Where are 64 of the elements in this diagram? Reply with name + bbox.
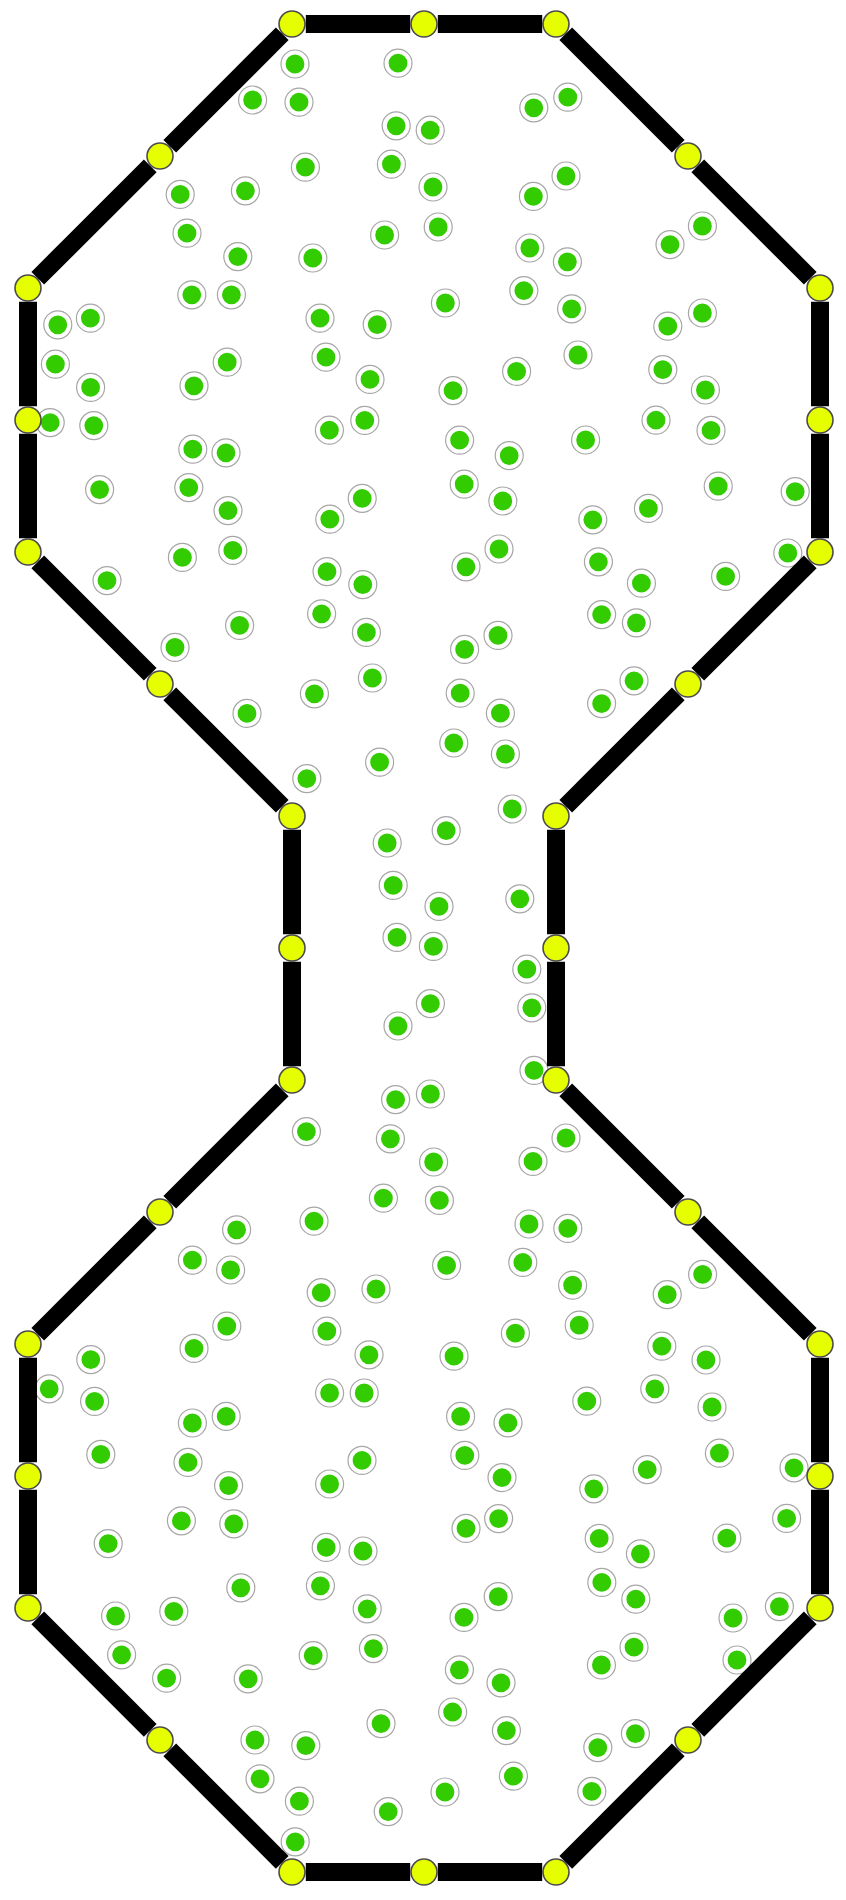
outline-segment <box>31 159 157 285</box>
outline-segment <box>163 1743 289 1869</box>
outline-segment <box>547 961 565 1067</box>
outline-segment <box>691 159 817 285</box>
vertex-dot <box>14 1594 42 1622</box>
outline-segment <box>811 301 829 407</box>
outline-segment <box>163 687 289 813</box>
vertex-dot <box>542 1066 570 1094</box>
vertex-dot <box>542 1858 570 1886</box>
vertex-dot <box>14 274 42 302</box>
vertex-dot <box>806 274 834 302</box>
outline-segment <box>19 1357 37 1463</box>
vertex-dot <box>146 670 174 698</box>
outline-segment <box>283 961 301 1067</box>
outline-segment <box>559 687 685 813</box>
vertex-dot <box>806 406 834 434</box>
vertex-dot <box>14 538 42 566</box>
outline-segment <box>305 1863 411 1882</box>
outline-segment <box>691 1215 817 1341</box>
outline-segment <box>691 555 817 681</box>
vertex-dot <box>278 1066 306 1094</box>
vertex-dot <box>542 802 570 830</box>
outline-segment <box>811 433 829 539</box>
vertex-dot <box>674 670 702 698</box>
outline-segment <box>559 27 685 153</box>
vertex-dot <box>674 1198 702 1226</box>
outline-segment <box>163 27 289 153</box>
outline-segment <box>547 829 565 935</box>
vertex-dot <box>806 538 834 566</box>
vertex-dot <box>410 10 438 38</box>
vertex-dot <box>806 1462 834 1490</box>
outline-segment <box>811 1357 829 1463</box>
outline-segment <box>559 1743 685 1869</box>
vertex-dot <box>14 406 42 434</box>
vertex-dot <box>278 1858 306 1886</box>
vertex-dot <box>806 1330 834 1358</box>
outline-segment <box>691 1611 817 1737</box>
outline-segment <box>19 1489 37 1595</box>
outline-segment <box>31 555 157 681</box>
outline-segment <box>31 1215 157 1341</box>
vertex-dot <box>146 142 174 170</box>
vertex-dot <box>14 1462 42 1490</box>
vertex-dot <box>410 1858 438 1886</box>
outline-segment <box>437 1863 543 1882</box>
vertex-dot <box>278 802 306 830</box>
vertex-dot <box>14 1330 42 1358</box>
outline-segment <box>811 1489 829 1595</box>
outline-segment <box>283 829 301 935</box>
outline-segment <box>163 1083 289 1209</box>
outline-segment <box>305 15 411 33</box>
outline-segment <box>19 433 37 539</box>
vertex-dot <box>146 1726 174 1754</box>
vertex-dot <box>146 1198 174 1226</box>
vertex-dot <box>542 10 570 38</box>
outline-segment <box>559 1083 685 1209</box>
vertex-dot <box>542 934 570 962</box>
vertex-dot <box>278 934 306 962</box>
outline-segment <box>437 15 543 33</box>
outline-segment <box>19 301 37 407</box>
vertex-dot <box>806 1594 834 1622</box>
outline-segment <box>31 1611 157 1737</box>
vertex-dot <box>278 10 306 38</box>
vertex-dot <box>674 1726 702 1754</box>
vertex-dot <box>674 142 702 170</box>
